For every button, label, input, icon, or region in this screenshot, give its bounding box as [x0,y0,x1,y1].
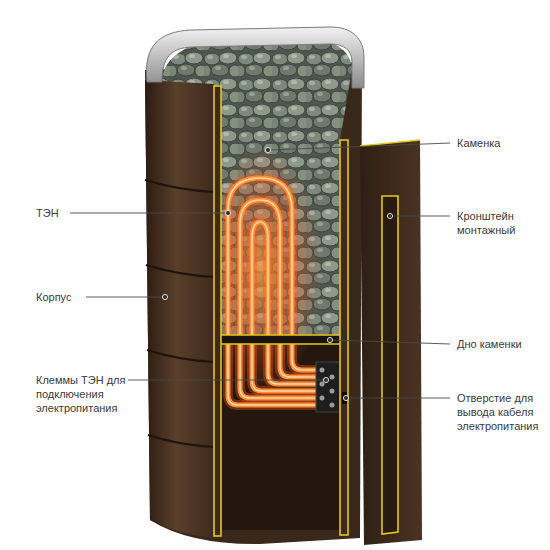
heating-element-part-part [252,222,320,391]
leader-lines-part [327,337,332,342]
heating-element-part-part [228,178,320,405]
heating-element-part [228,178,320,405]
leader-lines-part [225,210,230,215]
heating-element-part-part [240,200,320,398]
leader-lines-part [70,213,228,214]
housing-front-wall-part [148,435,214,447]
terminal-block-part [320,368,325,373]
part-label: Отверстие для вывода кабеля электропитан… [456,391,543,433]
leader-lines [70,143,450,401]
terminal-block-part [320,382,325,387]
leader-lines-part [86,297,165,298]
heating-element-part-part [228,178,320,405]
housing-front-wall-part [145,80,214,538]
terminal-block-part [320,396,325,401]
terminal-block-part [316,362,340,412]
housing-front-wall-part [214,86,221,536]
heating-element-part-part [252,222,320,391]
leader-lines-part [323,377,328,382]
leader-lines-part [387,213,392,218]
part-label: Клеммы ТЭН для подключения электропитани… [35,373,128,415]
housing-front-wall-part [147,350,214,362]
housing-front-wall-part [145,180,214,192]
housing-right-wall-part [340,140,348,535]
leader-lines-part [390,216,450,217]
heating-element-part-part [252,222,320,391]
housing-right-wall [340,140,348,535]
part-label: ТЭН [35,206,63,220]
part-label: Дно каменки [456,337,524,351]
leader-lines-part [162,294,167,299]
heating-element-part [228,178,320,405]
terminal-block-part [330,389,335,394]
housing-front-wall-part [146,265,214,277]
stone-tray-bottom [215,335,341,344]
leader-lines-part [330,340,450,344]
leader-lines-part [343,395,348,400]
part-label: Каменка [456,136,505,150]
terminal-block-part [330,375,335,380]
part-label: Корпус [35,290,76,304]
leader-lines-part [112,380,326,381]
leader-lines-part [265,147,270,152]
heating-element-part-part [228,178,320,405]
stone-tray-bottom-part [215,335,341,344]
part-label: Кронштейн монтажный [456,209,520,237]
terminal-block-part [330,403,335,408]
top-rim-part [146,27,364,88]
heating-element [228,178,320,405]
leader-lines-part [346,398,450,399]
mounting-bracket-part [382,196,398,534]
leader-lines-part [268,143,450,150]
terminal-block [316,362,340,412]
top-rim [146,27,364,88]
housing-front-wall [145,80,221,538]
heating-element-part-part [240,200,320,398]
heating-element-part [228,178,320,405]
